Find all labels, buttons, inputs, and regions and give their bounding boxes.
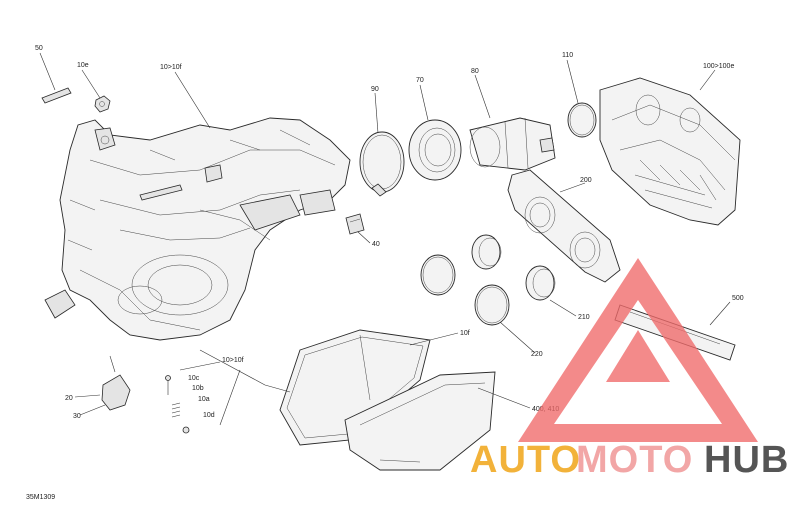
leader-lines [39,52,731,426]
seal-part-70 [408,119,462,181]
watermark-logo [518,258,758,442]
callout-10-10f-bottom: 10>10f [222,357,244,364]
adapter-plate-part-200 [507,169,621,283]
label-plate-part-50 [41,87,72,104]
callout-110: 110 [562,52,573,59]
airbox-housing [44,117,351,341]
watermark-hub: HUB [704,439,789,481]
callout-200: 200 [580,177,592,184]
callout-10f: 10f [460,330,470,337]
callout-20: 20 [65,395,73,402]
callout-10d: 10d [203,412,215,419]
callout-100: 100>100e [703,63,734,70]
callout-10e: 10e [77,62,89,69]
callout-90: 90 [371,86,379,93]
callout-30: 30 [73,413,81,420]
clamp-part-90 [359,131,405,197]
callout-70: 70 [416,77,424,84]
clamp-part-220 [420,254,510,326]
mount-part-20 [101,374,131,411]
figure-code: 35M1309 [26,494,55,501]
duct-part-80 [469,117,556,171]
callout-500: 500 [732,295,744,302]
watermark-auto: AUTO [470,439,581,481]
clip-part-40 [345,213,365,235]
callout-10a: 10a [198,396,210,403]
silencer-part-100 [599,77,741,226]
watermark-moto: MOTO [576,439,693,481]
watermark-text: AUTO MOTO HUB [470,439,789,481]
callout-80: 80 [471,68,479,75]
callout-10-10f-top: 10>10f [160,64,182,71]
callout-50: 50 [35,45,43,52]
o-ring-part-110 [567,102,597,138]
callout-10b: 10b [192,385,204,392]
nut-part-10e [94,95,111,113]
air-filter-part-400 [344,371,496,471]
watermark-triangle-icon [518,258,758,442]
washer-part-10d [182,426,190,434]
spring-part-10a [171,402,181,418]
sleeve-part-210 [471,234,556,301]
callout-210: 210 [578,314,590,321]
callout-40: 40 [372,241,380,248]
callout-220: 220 [531,351,543,358]
callout-10c: 10c [188,375,200,382]
bolt-part-10c [165,375,171,395]
